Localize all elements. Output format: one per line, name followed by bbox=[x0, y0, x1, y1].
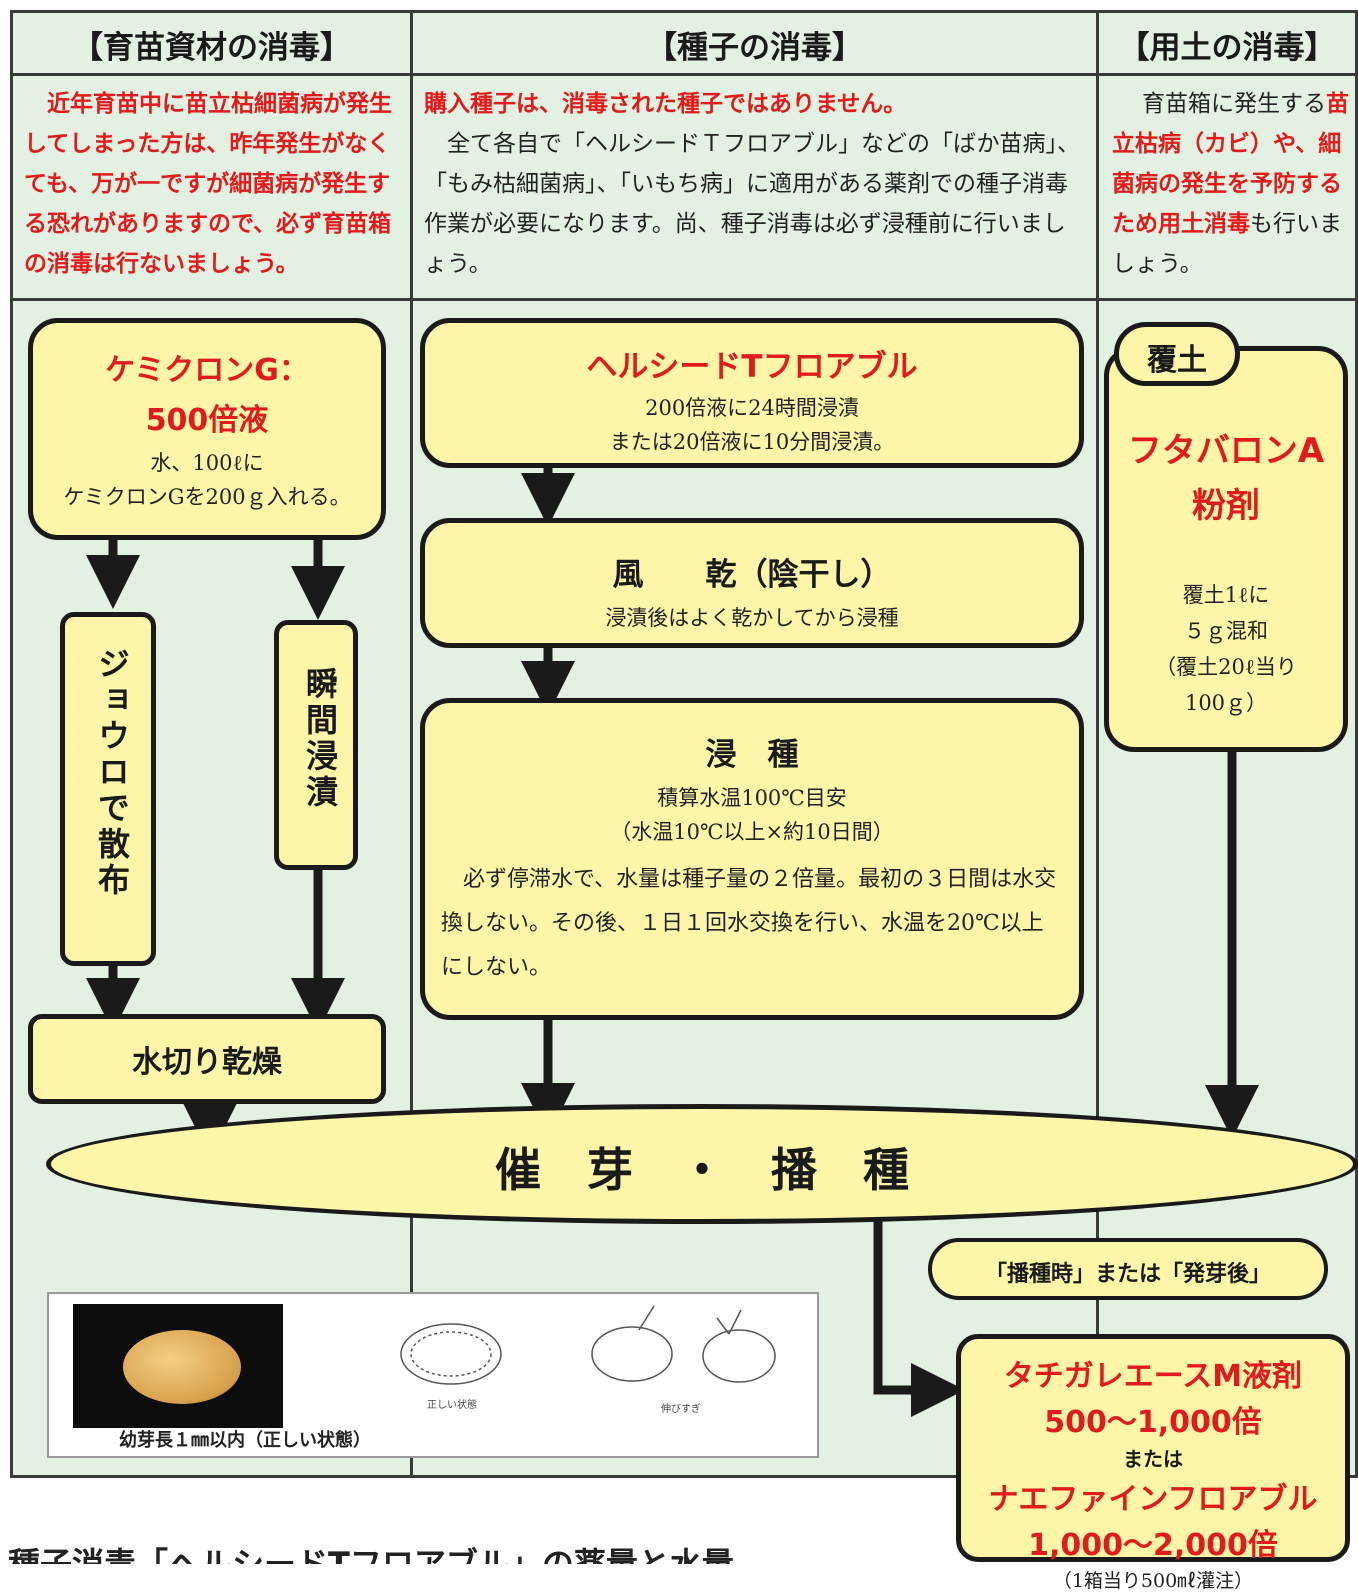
chemicron-box: ケミクロンG： 500倍液 水、100ℓに ケミクロンGを200ｇ入れる。 bbox=[28, 318, 386, 540]
bottom-heading: 種子消毒「ヘルシードTフロアブル」の薬量と水量 bbox=[8, 1545, 734, 1564]
soaking-title: 浸 種 bbox=[705, 737, 799, 773]
helseed-line2: または20倍液に10分間浸漬。 bbox=[609, 430, 895, 454]
dip-label: 瞬間浸漬 bbox=[301, 667, 339, 811]
arrow-oval-to-final bbox=[873, 1218, 965, 1417]
sprinkle-label: ジョウロで散布 bbox=[93, 647, 131, 899]
photo-caption: 幼芽長１㎜以内（正しい状態） bbox=[119, 1430, 371, 1451]
intro-col2-warning: 購入種子は、消毒された種子ではありません。 bbox=[424, 91, 907, 117]
timing-pill-label: 「播種時」または「発芽後」 bbox=[984, 1262, 1271, 1287]
futabaron-line2: ５ｇ混和 bbox=[1184, 619, 1268, 643]
chemicron-title-2: 500倍液 bbox=[145, 403, 269, 438]
soaking-body: 必ず停滞水で、水量は種子量の２倍量。最初の３日間は水交換しない。その後、１日１回… bbox=[441, 867, 1057, 980]
column-divider-2 bbox=[1096, 10, 1099, 1478]
seed-photo-panel: 正しい状態 伸びすぎ 幼芽長１㎜以内（正しい状態） bbox=[47, 1292, 819, 1458]
chemicron-line2: ケミクロンGを200ｇ入れる。 bbox=[63, 485, 351, 509]
intro-col1-text: 近年育苗中に苗立枯細菌病が発生してしまった方は、昨年発生がなくても、万が一ですが… bbox=[24, 91, 392, 277]
final-line1: タチガレエースM液剤 bbox=[1003, 1359, 1303, 1394]
chemicron-title-1: ケミクロンG： bbox=[105, 353, 309, 388]
covering-soil-label: 覆土 bbox=[1147, 343, 1207, 378]
futabaron-title-1: フタバロンA bbox=[1127, 431, 1325, 471]
intro-col3-tail: も行いましょう。 bbox=[1112, 211, 1342, 277]
airdry-box: 風 乾（陰干し） 浸漬後はよく乾かしてから浸種 bbox=[420, 518, 1084, 648]
soaking-box: 浸 種 積算水温100℃目安 （水温10℃以上×約10日間） 必ず停滞水で、水量… bbox=[420, 698, 1084, 1020]
intro-divider bbox=[10, 298, 1358, 301]
seed-grain-image bbox=[123, 1330, 241, 1404]
final-line5: 1,000〜2,000倍 bbox=[1028, 1528, 1278, 1563]
drain-dry-box: 水切り乾燥 bbox=[28, 1014, 386, 1104]
header-col1: 【育苗資材の消毒】 bbox=[72, 29, 351, 66]
final-line2: 500〜1,000倍 bbox=[1044, 1405, 1262, 1440]
futabaron-line3: （覆土20ℓ当り bbox=[1155, 655, 1297, 679]
chemicron-line1: 水、100ℓに bbox=[150, 451, 264, 475]
intro-col3: 育苗箱に発生する苗立枯病（カビ）や、細菌病の発生を予防するため用土消毒も行いまし… bbox=[1112, 84, 1352, 284]
correct-state-label: 正しい状態 bbox=[427, 1400, 477, 1411]
airdry-line1: 浸漬後はよく乾かしてから浸種 bbox=[605, 606, 899, 630]
intro-col3-lead: 育苗箱に発生する bbox=[1142, 91, 1326, 117]
final-treatment-box: タチガレエースM液剤 500〜1,000倍 または ナエファインフロアブル 1,… bbox=[956, 1334, 1350, 1592]
final-line6: （1箱当り500㎖灌注） bbox=[1052, 1570, 1254, 1592]
helseed-title: ヘルシードTフロアブル bbox=[586, 349, 918, 385]
germination-sowing-oval: 催 芽 ・ 播 種 bbox=[46, 1104, 1358, 1224]
futabaron-line1: 覆土1ℓに bbox=[1182, 583, 1270, 607]
soaking-line2: （水温10℃以上×約10日間） bbox=[610, 820, 894, 844]
airdry-title: 風 乾（陰干し） bbox=[612, 557, 892, 593]
seed-sketches bbox=[400, 1305, 776, 1385]
covering-soil-tag: 覆土 bbox=[1114, 322, 1240, 386]
dip-box: 瞬間浸漬 bbox=[274, 620, 358, 870]
intro-col3-warning: 苗立枯病（カビ）や、細菌病の発生を予防するため用土消毒 bbox=[1112, 91, 1349, 237]
overgrown-label: 伸びすぎ bbox=[661, 1404, 701, 1415]
futabaron-line4: 100ｇ） bbox=[1184, 691, 1268, 715]
intro-col2: 購入種子は、消毒された種子ではありません。 全て各自で「ヘルシードＴフロアブル」… bbox=[424, 84, 1088, 284]
sprinkle-box: ジョウロで散布 bbox=[60, 612, 156, 966]
futabaron-title-2: 粉剤 bbox=[1192, 486, 1260, 526]
intro-col2-body: 全て各自で「ヘルシードＴフロアブル」などの「ばか苗病」、「もみ枯細菌病」、「いも… bbox=[424, 131, 1080, 277]
timing-pill: 「播種時」または「発芽後」 bbox=[928, 1238, 1328, 1300]
helseed-box: ヘルシードTフロアブル 200倍液に24時間浸漬 または20倍液に10分間浸漬。 bbox=[420, 318, 1084, 468]
futabaron-box: フタバロンA 粉剤 覆土1ℓに ５ｇ混和 （覆土20ℓ当り 100ｇ） bbox=[1104, 346, 1348, 752]
final-line3: または bbox=[1123, 1447, 1183, 1471]
seed-photo bbox=[73, 1304, 283, 1428]
intro-col1: 近年育苗中に苗立枯細菌病が発生してしまった方は、昨年発生がなくても、万が一ですが… bbox=[24, 84, 396, 284]
final-line4: ナエファインフロアブル bbox=[988, 1482, 1318, 1517]
header-col2: 【種子の消毒】 bbox=[646, 29, 863, 66]
drain-dry-label: 水切り乾燥 bbox=[132, 1045, 282, 1080]
germination-sowing-label: 催 芽 ・ 播 種 bbox=[495, 1143, 909, 1197]
helseed-line1: 200倍液に24時間浸漬 bbox=[645, 396, 859, 420]
header-divider bbox=[10, 73, 1358, 76]
column-divider-1 bbox=[410, 10, 413, 1478]
header-col3: 【用土の消毒】 bbox=[1118, 29, 1336, 66]
soaking-line1: 積算水温100℃目安 bbox=[657, 786, 847, 810]
